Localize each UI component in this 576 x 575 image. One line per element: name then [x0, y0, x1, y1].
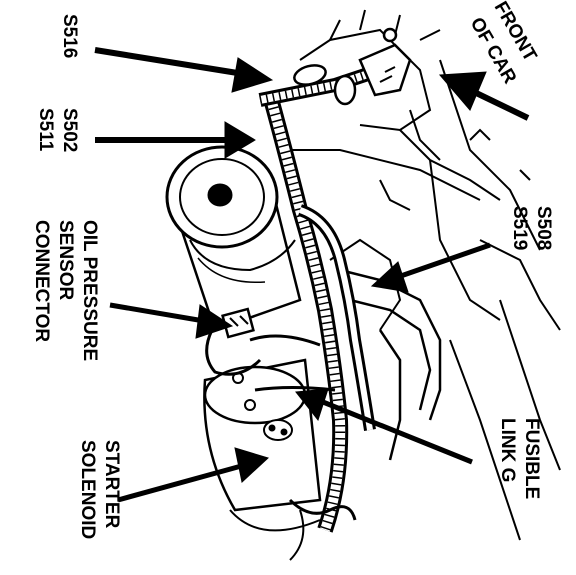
- label-oil-pressure-2: SENSOR: [55, 220, 76, 301]
- label-oil-pressure-3: CONNECTOR: [31, 220, 52, 342]
- label-s519: S519: [509, 206, 530, 250]
- label-s516: S516: [59, 14, 80, 58]
- label-fusible-1: FUSIBLE: [521, 418, 542, 499]
- oil-pressure-tube: [339, 268, 442, 461]
- oil-pressure-connector: [205, 307, 262, 376]
- label-fusible-2: LINK G: [497, 418, 518, 482]
- label-oil-pressure-1: OIL PRESSURE: [79, 220, 100, 361]
- label-s502: S502: [59, 108, 80, 152]
- label-s511: S511: [35, 108, 56, 152]
- label-starter-1: STARTER: [101, 440, 122, 529]
- leader-arrows: [94, 47, 530, 503]
- label-s508: S508: [533, 206, 554, 250]
- engine-body-outline: [290, 9, 561, 541]
- starter-solenoid: [203, 358, 322, 561]
- splice-s516: [293, 27, 412, 106]
- alternator-cylinder: [165, 145, 302, 332]
- label-starter-2: SOLENOID: [77, 440, 98, 539]
